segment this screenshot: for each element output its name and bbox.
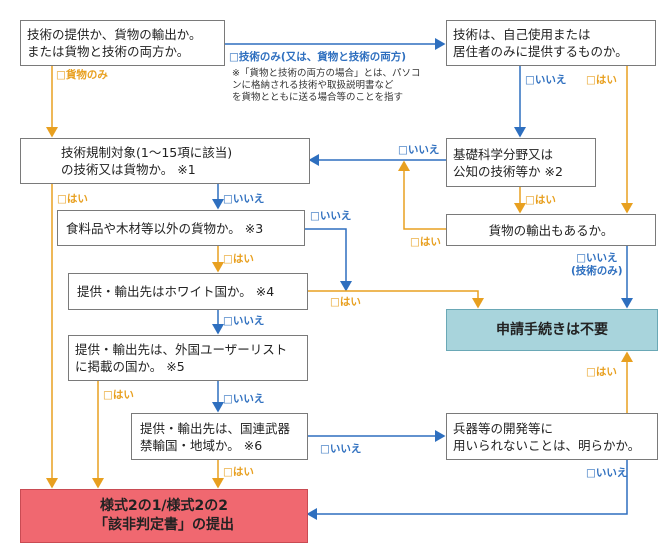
result-no-application-needed: 申請手続きは不要 <box>446 309 658 351</box>
question-regulated-item: 技術規制対象(1〜15項に該当) の技術又は貨物か。 ※1 <box>20 138 310 184</box>
question-basic-science: 基礎科学分野又は 公知の技術等か ※2 <box>446 138 596 187</box>
label-q10-no: □いいえ <box>586 467 628 479</box>
label-q3-yes: □はい <box>57 193 88 205</box>
label-q6-yes: □はい <box>410 236 441 248</box>
label-q10-yes: □はい <box>586 366 617 378</box>
label-q7-yes: □はい <box>330 296 361 308</box>
result-submit-form: 様式2の1/様式2の2 「該非判定書」の提出 <box>20 489 308 543</box>
label-q3-no: □いいえ <box>223 193 265 205</box>
question-white-country: 提供・輸出先はホワイト国か。 ※4 <box>68 273 308 310</box>
question-goods-export: 貨物の輸出もあるか。 <box>446 214 656 246</box>
label-tech-only: □技術のみ(又は、貨物と技術の両方) <box>229 51 407 63</box>
question-un-embargo: 提供・輸出先は、国連武器 禁輸国・地域か。 ※6 <box>131 413 308 460</box>
label-q2-no: □いいえ <box>525 74 567 86</box>
label-q5-yes: □はい <box>223 253 254 265</box>
label-q4-yes: □はい <box>525 194 556 206</box>
note-tech-and-goods: ※「貨物と技術の両方の場合」とは、パソコ ンに格納される技術や取扱説明書など を… <box>232 68 421 103</box>
label-q6-no-tech-only: □いいえ (技術のみ) <box>571 252 623 277</box>
question-foreign-user-list: 提供・輸出先は、外国ユーザーリスト に掲載の国か。 ※5 <box>68 335 308 381</box>
question-tech-or-goods: 技術の提供か、貨物の輸出か。 または貨物と技術の両方か。 <box>20 20 225 66</box>
question-weapons-development: 兵器等の開発等に 用いられないことは、明らかか。 <box>446 413 658 460</box>
question-self-use: 技術は、自己使用または 居住者のみに提供するものか。 <box>446 20 656 66</box>
label-q5-no: □いいえ <box>310 210 352 222</box>
label-q8-no: □いいえ <box>223 393 265 405</box>
question-non-food-goods: 食料品や木材等以外の貨物か。 ※3 <box>57 210 305 246</box>
label-q7-no: □いいえ <box>223 315 265 327</box>
label-q8-yes: □はい <box>103 389 134 401</box>
label-q2-yes: □はい <box>586 74 617 86</box>
label-q9-no: □いいえ <box>320 443 362 455</box>
label-q9-yes: □はい <box>223 466 254 478</box>
label-goods-only: □貨物のみ <box>56 69 108 81</box>
label-q4-no: □いいえ <box>398 144 440 156</box>
